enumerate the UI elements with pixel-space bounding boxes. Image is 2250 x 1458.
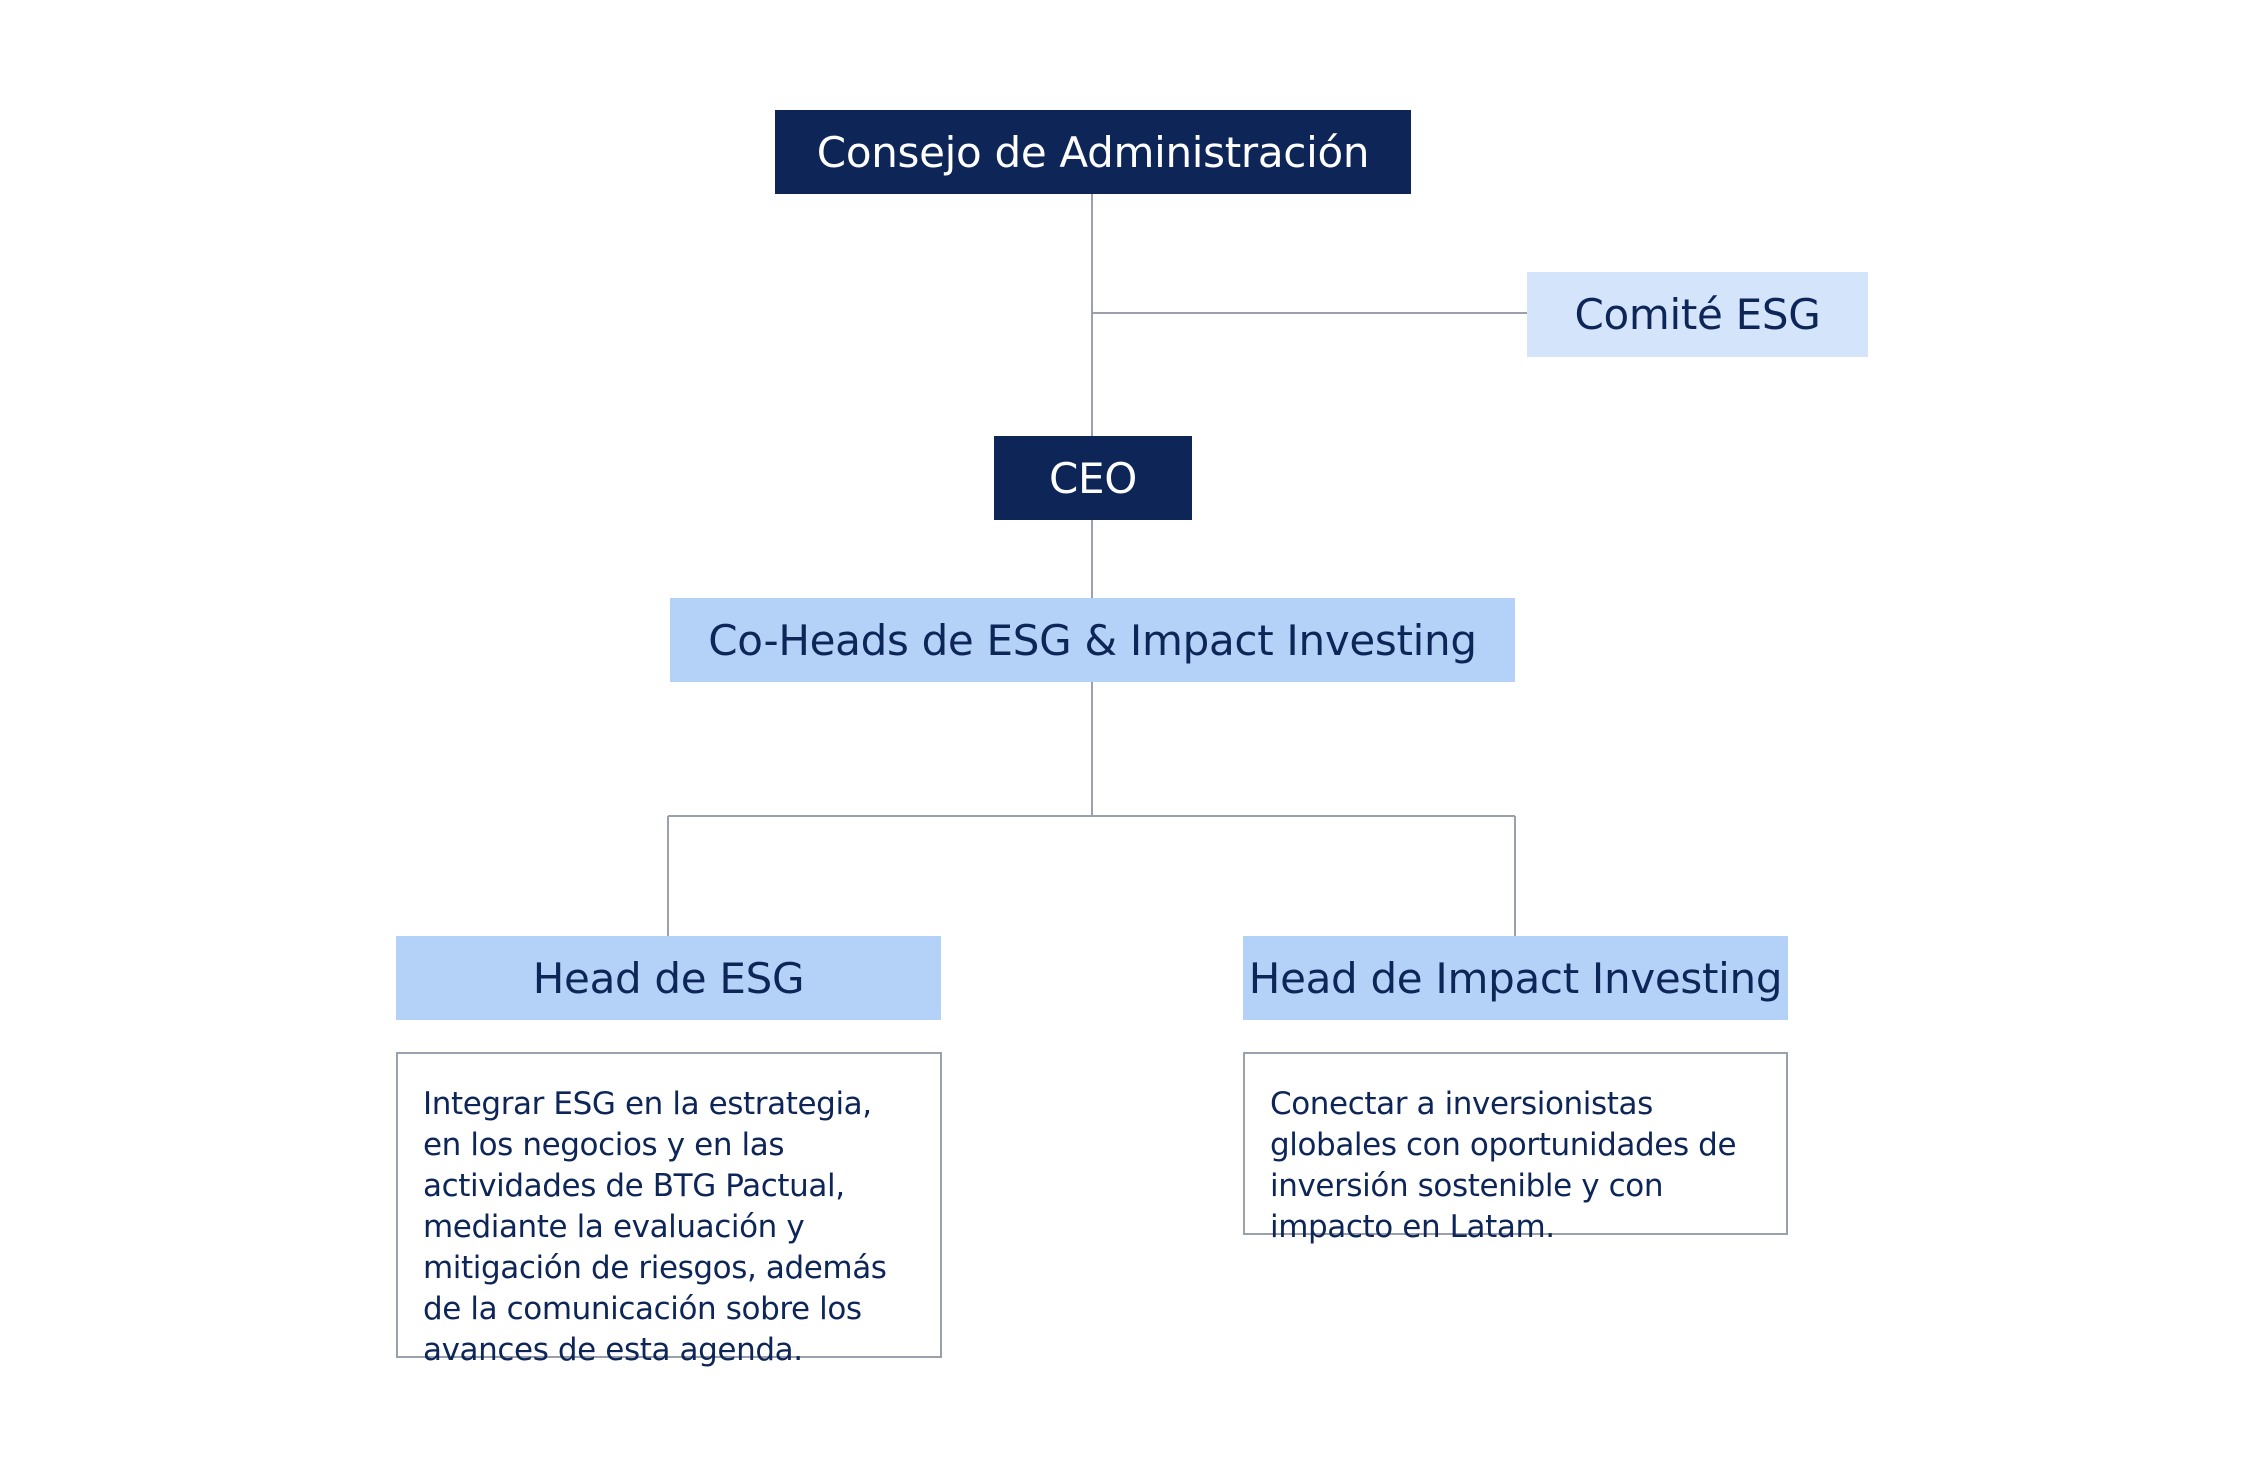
esg-committee-label: Comité ESG (1574, 290, 1821, 339)
co-heads-box: Co-Heads de ESG & Impact Investing (670, 598, 1515, 682)
head-impact-description: Conectar a inversionistas globales con o… (1270, 1086, 1737, 1245)
head-esg-description: Integrar ESG en la estrategia, en los ne… (423, 1086, 887, 1368)
head-esg-description-box: Integrar ESG en la estrategia, en los ne… (396, 1052, 942, 1368)
ceo-box: CEO (994, 436, 1192, 520)
head-esg-box: Head de ESG (396, 936, 941, 1020)
board-box: Consejo de Administración (775, 110, 1411, 194)
co-heads-label: Co-Heads de ESG & Impact Investing (708, 615, 1477, 665)
head-impact-description-box: Conectar a inversionistas globales con o… (1243, 1052, 1788, 1245)
ceo-label: CEO (1048, 453, 1138, 503)
board-label: Consejo de Administración (816, 127, 1370, 177)
head-impact-label: Head de Impact Investing (1248, 953, 1783, 1003)
esg-committee-box: Comité ESG (1527, 272, 1868, 357)
head-impact-box: Head de Impact Investing (1243, 936, 1788, 1020)
head-esg-label: Head de ESG (532, 953, 805, 1003)
